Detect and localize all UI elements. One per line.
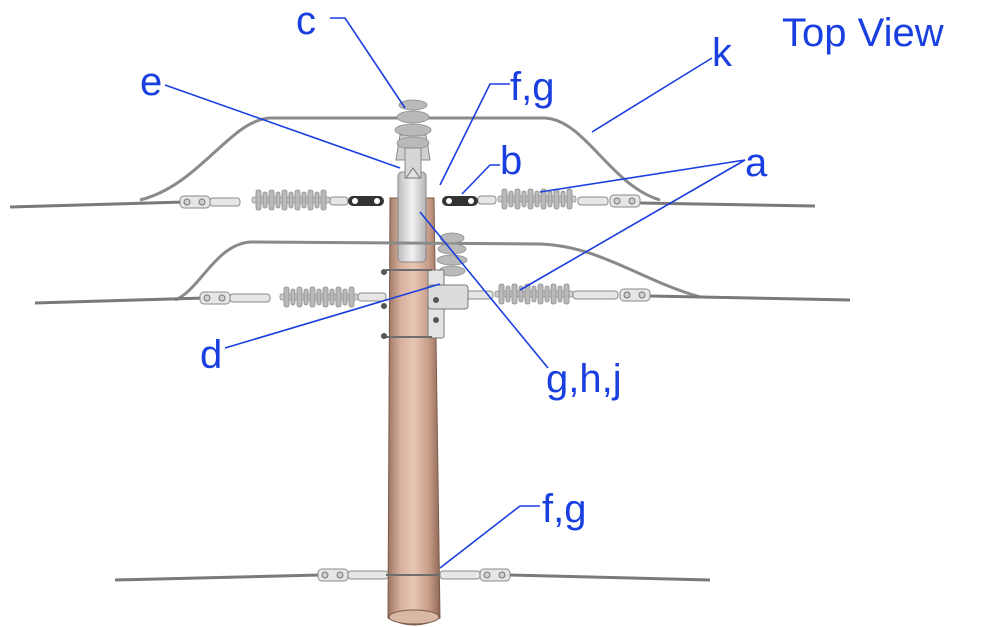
jumper-wire-middle xyxy=(174,240,701,302)
conductor-bottom-right xyxy=(509,573,711,582)
leader-e xyxy=(164,84,401,169)
label-e: e xyxy=(140,60,162,104)
conductor-bottom-left xyxy=(114,573,321,582)
through-bolt-2 xyxy=(381,303,387,309)
conductor-middle-left xyxy=(34,296,206,305)
dead-end-upper-right xyxy=(477,188,641,210)
conductor-middle-right xyxy=(649,294,851,302)
leader-ghj xyxy=(419,211,549,369)
label-ghj: g,h,j xyxy=(546,357,622,401)
post-insulator-top xyxy=(394,99,432,179)
conductor-upper-left xyxy=(9,200,186,209)
link-hardware-right xyxy=(442,196,478,206)
leader-fg-bottom xyxy=(439,505,540,569)
leader-a-1 xyxy=(539,159,746,193)
leader-c xyxy=(330,17,406,109)
dead-end-bottom-right xyxy=(439,568,511,582)
dead-end-bottom-left xyxy=(317,568,389,582)
pole-top-pin xyxy=(405,167,421,179)
label-fg-top: f,g xyxy=(510,65,554,109)
label-a: a xyxy=(745,141,768,185)
dead-end-upper-left xyxy=(179,189,349,211)
jumper-wire-upper xyxy=(139,116,661,202)
label-fg-bottom: f,g xyxy=(542,487,586,531)
pole-top-bracket xyxy=(397,171,427,263)
leader-b xyxy=(461,164,500,195)
view-title: Top View xyxy=(782,11,944,55)
link-hardware-left xyxy=(348,196,384,206)
label-d: d xyxy=(200,333,222,377)
through-bolt-3 xyxy=(381,333,387,339)
bracket-assembly-middle xyxy=(427,269,469,339)
leader-a-2 xyxy=(519,159,746,291)
dead-end-middle-left xyxy=(199,286,387,308)
leader-fg-top xyxy=(439,83,510,186)
label-c: c xyxy=(296,0,316,43)
leader-k xyxy=(591,57,713,133)
leader-d xyxy=(224,283,441,349)
utility-pole xyxy=(387,197,441,626)
post-insulator-middle xyxy=(436,232,468,277)
label-b: b xyxy=(500,139,522,183)
label-k: k xyxy=(712,31,733,75)
through-bolt-1 xyxy=(381,269,387,275)
